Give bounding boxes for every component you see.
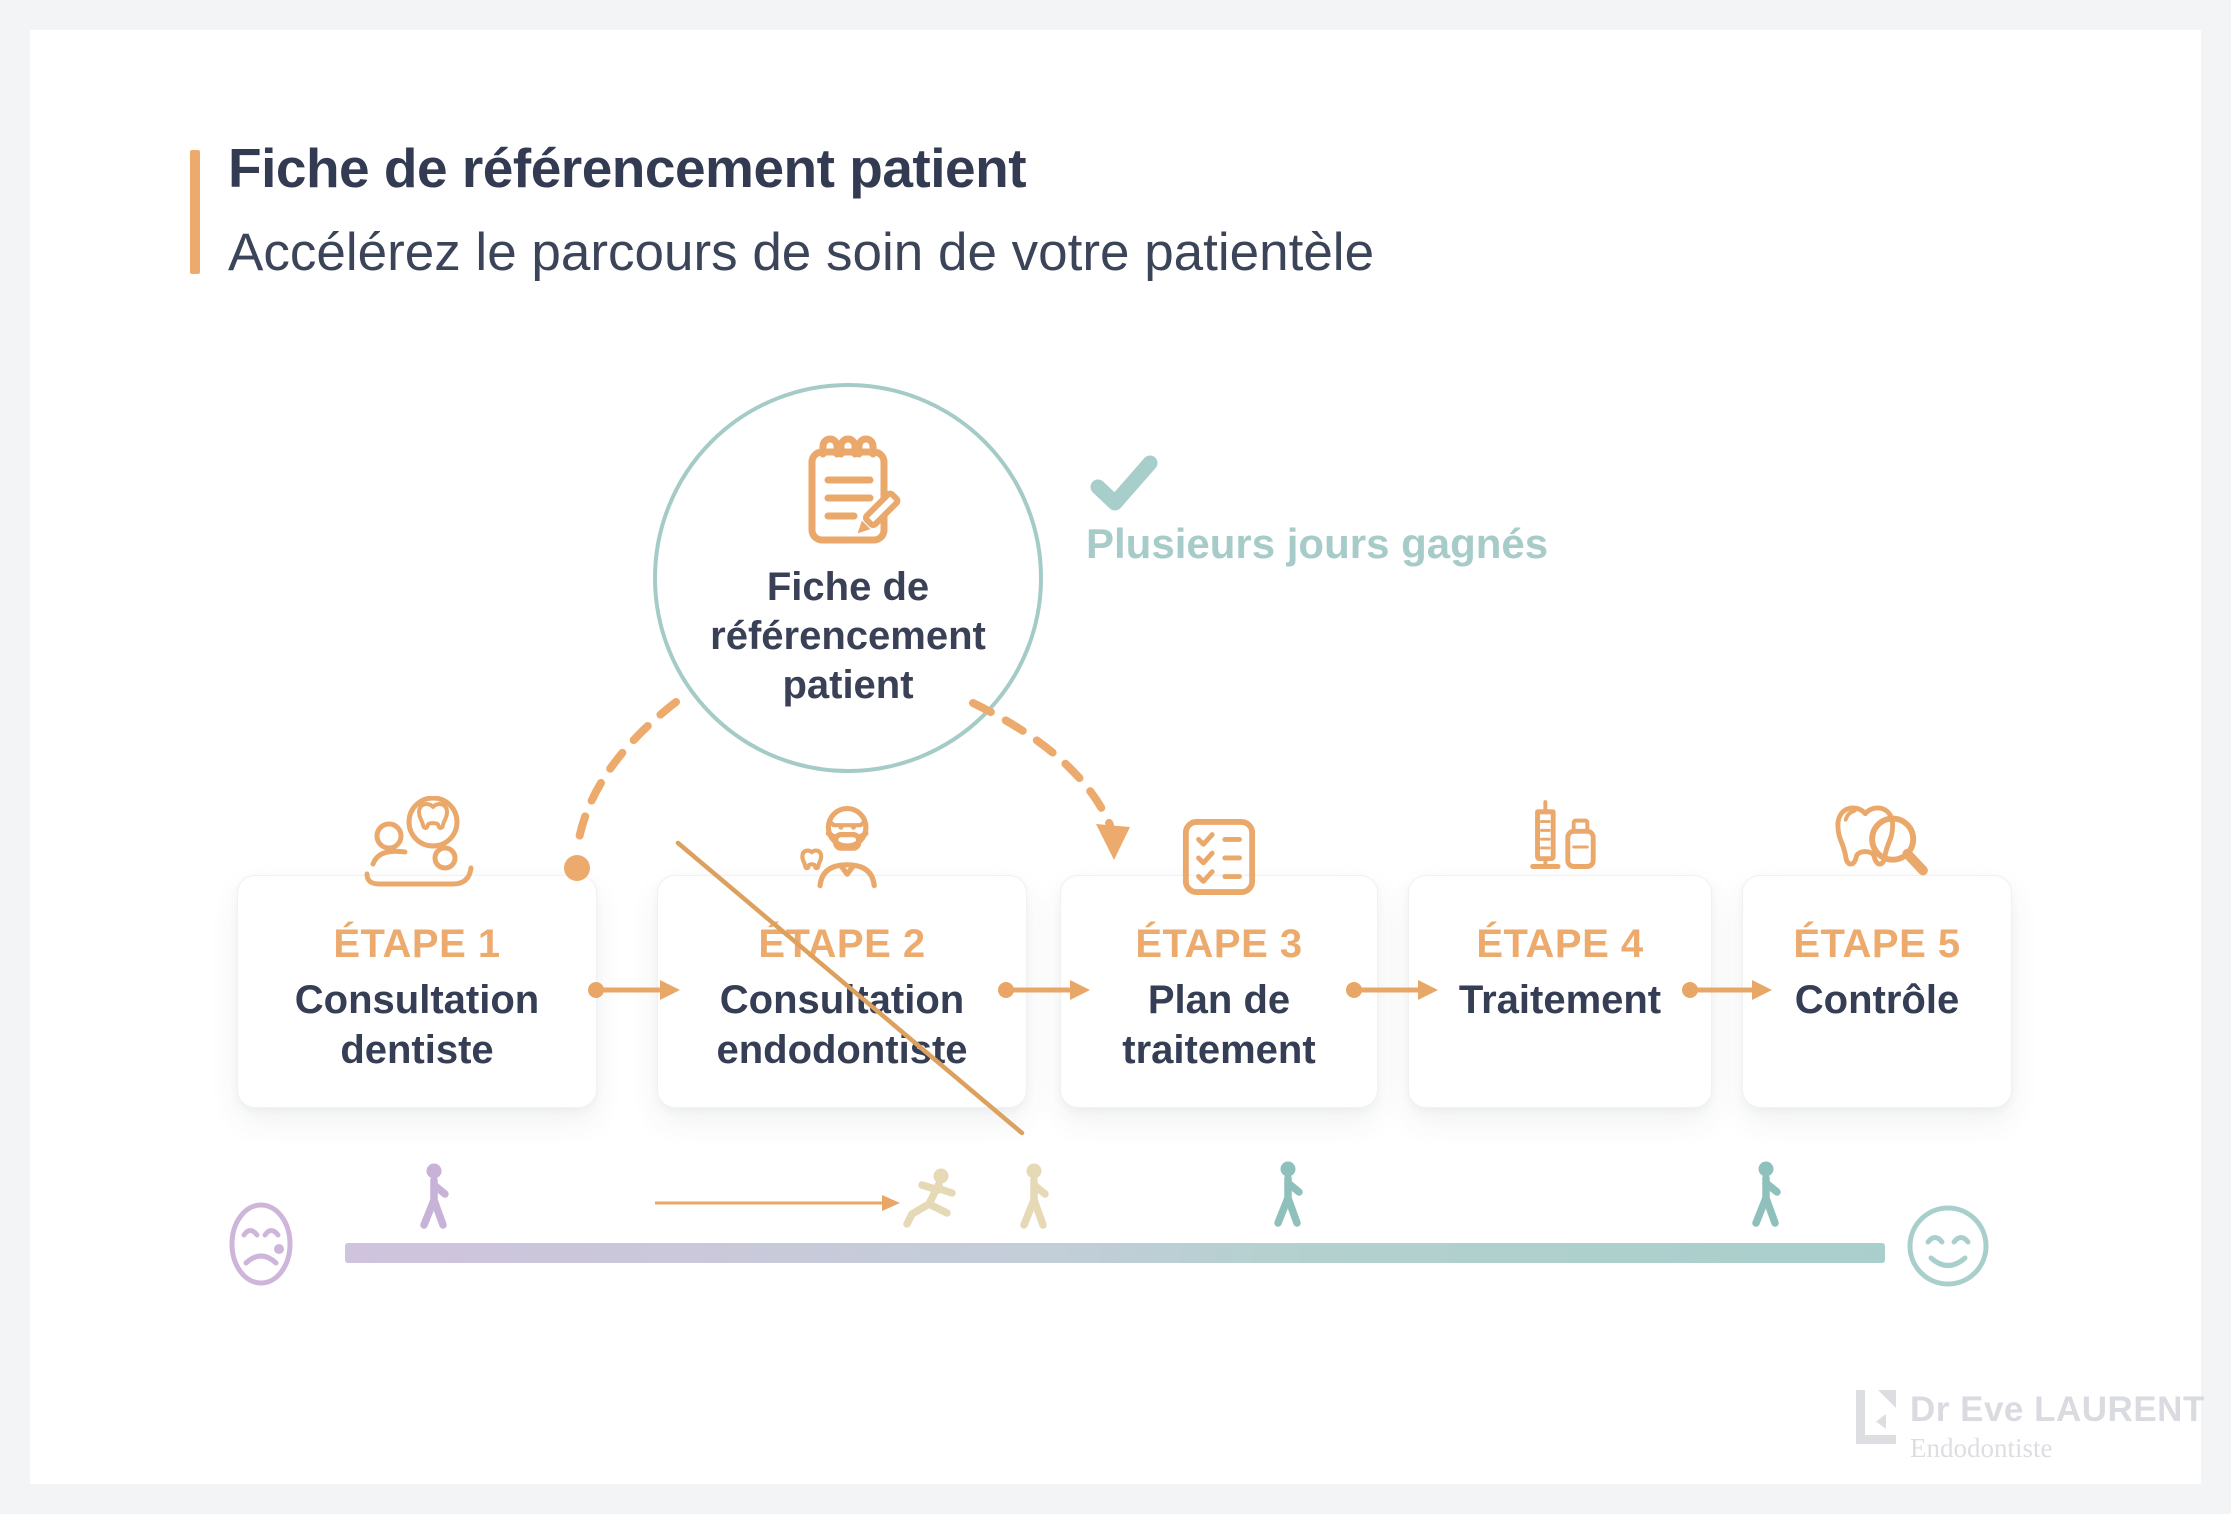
doctor-specialty: Endodontiste xyxy=(1910,1433,2053,1463)
step-card-5: ÉTAPE 5 Contrôle xyxy=(1742,875,2012,1108)
timeline-bar xyxy=(345,1243,1885,1263)
step-3-etape: ÉTAPE 3 xyxy=(1135,922,1303,966)
step-card-2: ÉTAPE 2 Consultation endodontiste xyxy=(657,875,1027,1108)
treatment-plan-checklist-icon xyxy=(1182,818,1256,896)
doctor-logo: Dr Eve LAURENT Endodontiste xyxy=(1856,1390,2205,1464)
sad-face-icon xyxy=(229,1202,293,1286)
happy-face-icon xyxy=(1907,1205,1989,1287)
syringe-medicine-icon xyxy=(1530,800,1596,869)
walking-person-teal-icon xyxy=(1274,1161,1303,1227)
step-4-etape: ÉTAPE 4 xyxy=(1476,922,1644,966)
step-1-title: Consultation dentiste xyxy=(294,978,540,1072)
walking-person-tan-icon xyxy=(1020,1163,1049,1229)
logo-text-block: Dr Eve LAURENT Endodontiste xyxy=(1910,1390,2205,1464)
step-card-1: ÉTAPE 1 Consultation dentiste xyxy=(237,875,597,1108)
endodontist-icon xyxy=(800,805,877,889)
step-4-title: Traitement xyxy=(1458,978,1662,1022)
referral-sheet-label-line3: patient xyxy=(782,662,914,707)
referral-sheet-label: Fiche de référencement patient xyxy=(710,563,986,709)
step-card-4: ÉTAPE 4 Traitement xyxy=(1408,875,1712,1108)
title-accent-bar xyxy=(190,150,200,274)
referral-sheet-label-line2: référencement xyxy=(710,613,986,658)
running-person-tan-icon xyxy=(903,1168,956,1228)
step-card-3: ÉTAPE 3 Plan de traitement xyxy=(1060,875,1378,1108)
step-5-title: Contrôle xyxy=(1794,978,1960,1022)
tooth-magnifier-icon xyxy=(1835,805,1928,876)
check-icon xyxy=(1088,455,1160,518)
step-3-title: Plan de traitement xyxy=(1122,978,1316,1072)
slide-panel xyxy=(30,30,2201,1484)
notepad-pencil-icon xyxy=(808,435,901,544)
referral-sheet-badge: Fiche de référencement patient xyxy=(653,383,1043,773)
walking-person-teal-icon xyxy=(1752,1161,1781,1227)
referral-sheet-label-line1: Fiche de xyxy=(766,565,930,609)
logo-mark-icon xyxy=(1856,1390,1896,1444)
page-title: Fiche de référencement patient xyxy=(228,137,1027,199)
doctor-name: Dr Eve LAURENT xyxy=(1910,1390,2205,1429)
benefit-label: Plusieurs jours gagnés xyxy=(1086,520,1549,567)
step-2-etape: ÉTAPE 2 xyxy=(758,922,926,966)
page-subtitle: Accélérez le parcours de soin de votre p… xyxy=(228,223,1375,282)
dental-chair-icon xyxy=(364,796,474,887)
step-2-title: Consultation endodontiste xyxy=(716,978,968,1072)
walking-person-purple-icon xyxy=(420,1163,449,1229)
step-1-etape: ÉTAPE 1 xyxy=(333,922,501,966)
step-5-etape: ÉTAPE 5 xyxy=(1793,922,1961,966)
